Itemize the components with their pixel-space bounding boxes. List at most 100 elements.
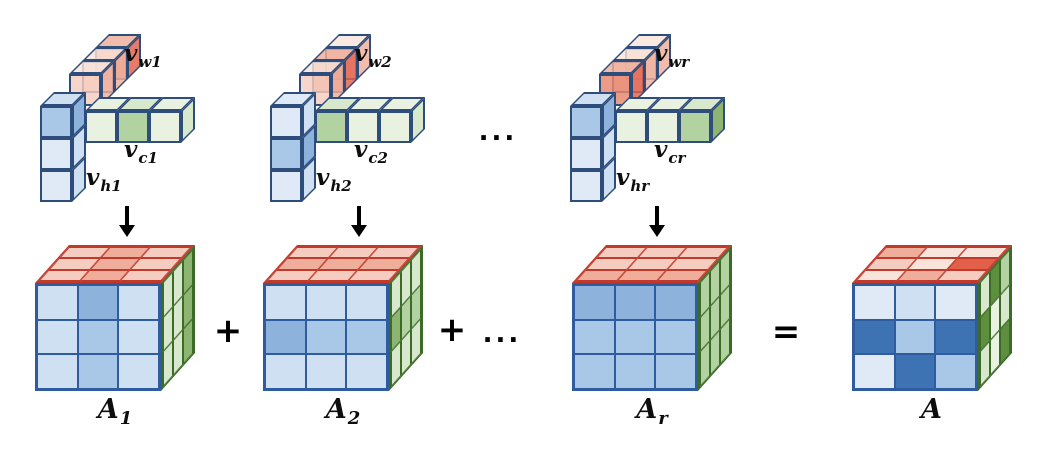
label-base: v — [316, 164, 330, 191]
vcube-front-face — [270, 138, 302, 170]
plus-operator-2: + — [437, 310, 467, 350]
cube-cell — [574, 354, 615, 389]
cube-cell — [854, 319, 895, 355]
vcube-front-face — [85, 111, 117, 143]
cube-cell — [935, 319, 976, 355]
ellipsis-top: ... — [478, 117, 518, 147]
arrow-shaft — [655, 206, 659, 225]
down-arrow-3 — [649, 206, 665, 237]
cube-cell — [614, 354, 656, 389]
down-arrow-1 — [119, 206, 135, 237]
cube-cell — [265, 285, 306, 320]
cube-cell — [614, 319, 656, 355]
cube-cell — [346, 354, 387, 389]
vcube-front-face — [647, 111, 679, 143]
label-subscript: h2 — [330, 176, 352, 195]
cube-cell — [614, 285, 656, 320]
cube-cell — [118, 319, 159, 355]
label-base: A — [97, 394, 119, 425]
label-v-c1: vc1 — [124, 138, 158, 166]
label-subscript: r — [658, 408, 668, 430]
vcube-front-face — [40, 170, 72, 202]
label-base: v — [354, 40, 368, 67]
label-v-cr: vcr — [654, 138, 685, 166]
label-subscript: c1 — [138, 148, 158, 167]
cube-cell — [37, 319, 78, 355]
label-v-h1: vh1 — [86, 166, 122, 194]
label-v-w1: vw1 — [124, 42, 162, 70]
vcube-front-face — [270, 106, 302, 138]
label-base: A — [325, 394, 347, 425]
vcube-front-face — [570, 106, 602, 138]
label-base: A — [636, 394, 658, 425]
label-subscript: cr — [668, 148, 686, 167]
cube-cell — [894, 319, 936, 355]
label-base: v — [654, 136, 668, 163]
plus-operator-1: + — [213, 311, 243, 351]
vcube-front-face — [570, 170, 602, 202]
cube-cell — [305, 354, 347, 389]
label-base: v — [654, 40, 668, 67]
ellipsis-bottom: ... — [482, 319, 522, 349]
down-arrow-2 — [351, 206, 367, 237]
cube-front-face — [572, 283, 698, 391]
cube-cell — [77, 285, 119, 320]
label-base: v — [124, 136, 138, 163]
label-base: A — [921, 394, 942, 425]
cube-cell — [935, 285, 976, 320]
cube-front-face — [852, 283, 978, 391]
label-subscript: w1 — [138, 52, 162, 71]
cube-cell — [305, 319, 347, 355]
cube-cell — [655, 285, 696, 320]
label-base: v — [616, 164, 630, 191]
arrow-head — [119, 225, 135, 237]
cube-cell — [305, 285, 347, 320]
arrow-head — [351, 225, 367, 237]
cube-cell — [574, 285, 615, 320]
arrow-shaft — [125, 206, 129, 225]
label-v-w2: vw2 — [354, 42, 392, 70]
cube-cell — [854, 354, 895, 389]
label-base: v — [124, 40, 138, 67]
label-v-wr: vwr — [654, 42, 689, 70]
cube-cell — [118, 285, 159, 320]
label-base: v — [86, 164, 100, 191]
vcube-front-face — [270, 170, 302, 202]
cube-cell — [854, 285, 895, 320]
equals-operator: = — [771, 312, 801, 352]
arrow-head — [649, 225, 665, 237]
cube-cell — [77, 319, 119, 355]
cube-cell — [574, 319, 615, 355]
label-subscript: w2 — [368, 52, 392, 71]
vcube-front-face — [347, 111, 379, 143]
label-A: A — [921, 396, 943, 428]
label-v-h2: vh2 — [316, 166, 352, 194]
cube-cell — [77, 354, 119, 389]
cube-cell — [894, 354, 936, 389]
vcube-front-face — [379, 111, 411, 143]
label-subscript: 2 — [347, 408, 361, 430]
label-Ar: Ar — [636, 396, 667, 428]
label-subscript: 1 — [119, 408, 133, 430]
cube-cell — [346, 319, 387, 355]
cube-cell — [265, 354, 306, 389]
cube-cell — [346, 285, 387, 320]
cube-cell — [265, 319, 306, 355]
vcube-front-face — [149, 111, 181, 143]
cube-cell — [37, 285, 78, 320]
label-A2: A2 — [326, 396, 360, 428]
label-subscript: c2 — [368, 148, 388, 167]
vcube-front-face — [40, 138, 72, 170]
vcube-front-face — [679, 111, 711, 143]
label-subscript: h1 — [100, 176, 122, 195]
label-v-c2: vc2 — [354, 138, 388, 166]
vcube-front-face — [117, 111, 149, 143]
cube-cell — [894, 285, 936, 320]
arrow-shaft — [357, 206, 361, 225]
cube-cell — [935, 354, 976, 389]
vcube-front-face — [40, 106, 72, 138]
cube-cell — [655, 354, 696, 389]
cube-cell — [655, 319, 696, 355]
